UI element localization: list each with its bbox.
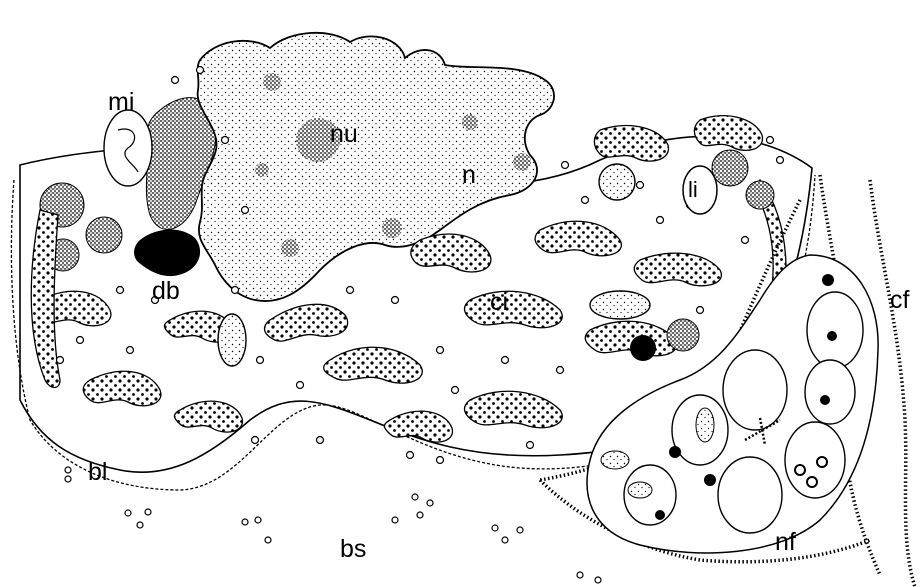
mitochondrion (590, 291, 650, 319)
label-db: db (152, 277, 180, 305)
label-nf: nf (775, 528, 796, 556)
lipid-inclusion (712, 150, 748, 186)
lipid-inclusion (746, 181, 774, 209)
label-n: n (462, 161, 476, 189)
chromatin-spot (382, 218, 402, 238)
granule-dark (86, 217, 122, 253)
chromatin-spot (281, 239, 299, 257)
label-bs: bs (340, 535, 366, 563)
label-ci: ci (490, 288, 508, 316)
label-cf: cf (890, 286, 910, 314)
chromatin-spot (263, 73, 281, 91)
mitochondrion (218, 314, 246, 366)
basal-space-vesicles (65, 467, 601, 583)
lysosome (599, 164, 635, 200)
label-bl: bl (88, 458, 107, 486)
label-li: li (688, 177, 698, 202)
dense-granule (630, 335, 656, 361)
chromatin-spot (462, 114, 478, 130)
chromatin-spot (255, 163, 269, 177)
label-nu: nu (330, 120, 358, 148)
chromatin-spot (513, 153, 531, 171)
granule-dark (667, 319, 699, 351)
label-mi: mi (108, 88, 134, 116)
